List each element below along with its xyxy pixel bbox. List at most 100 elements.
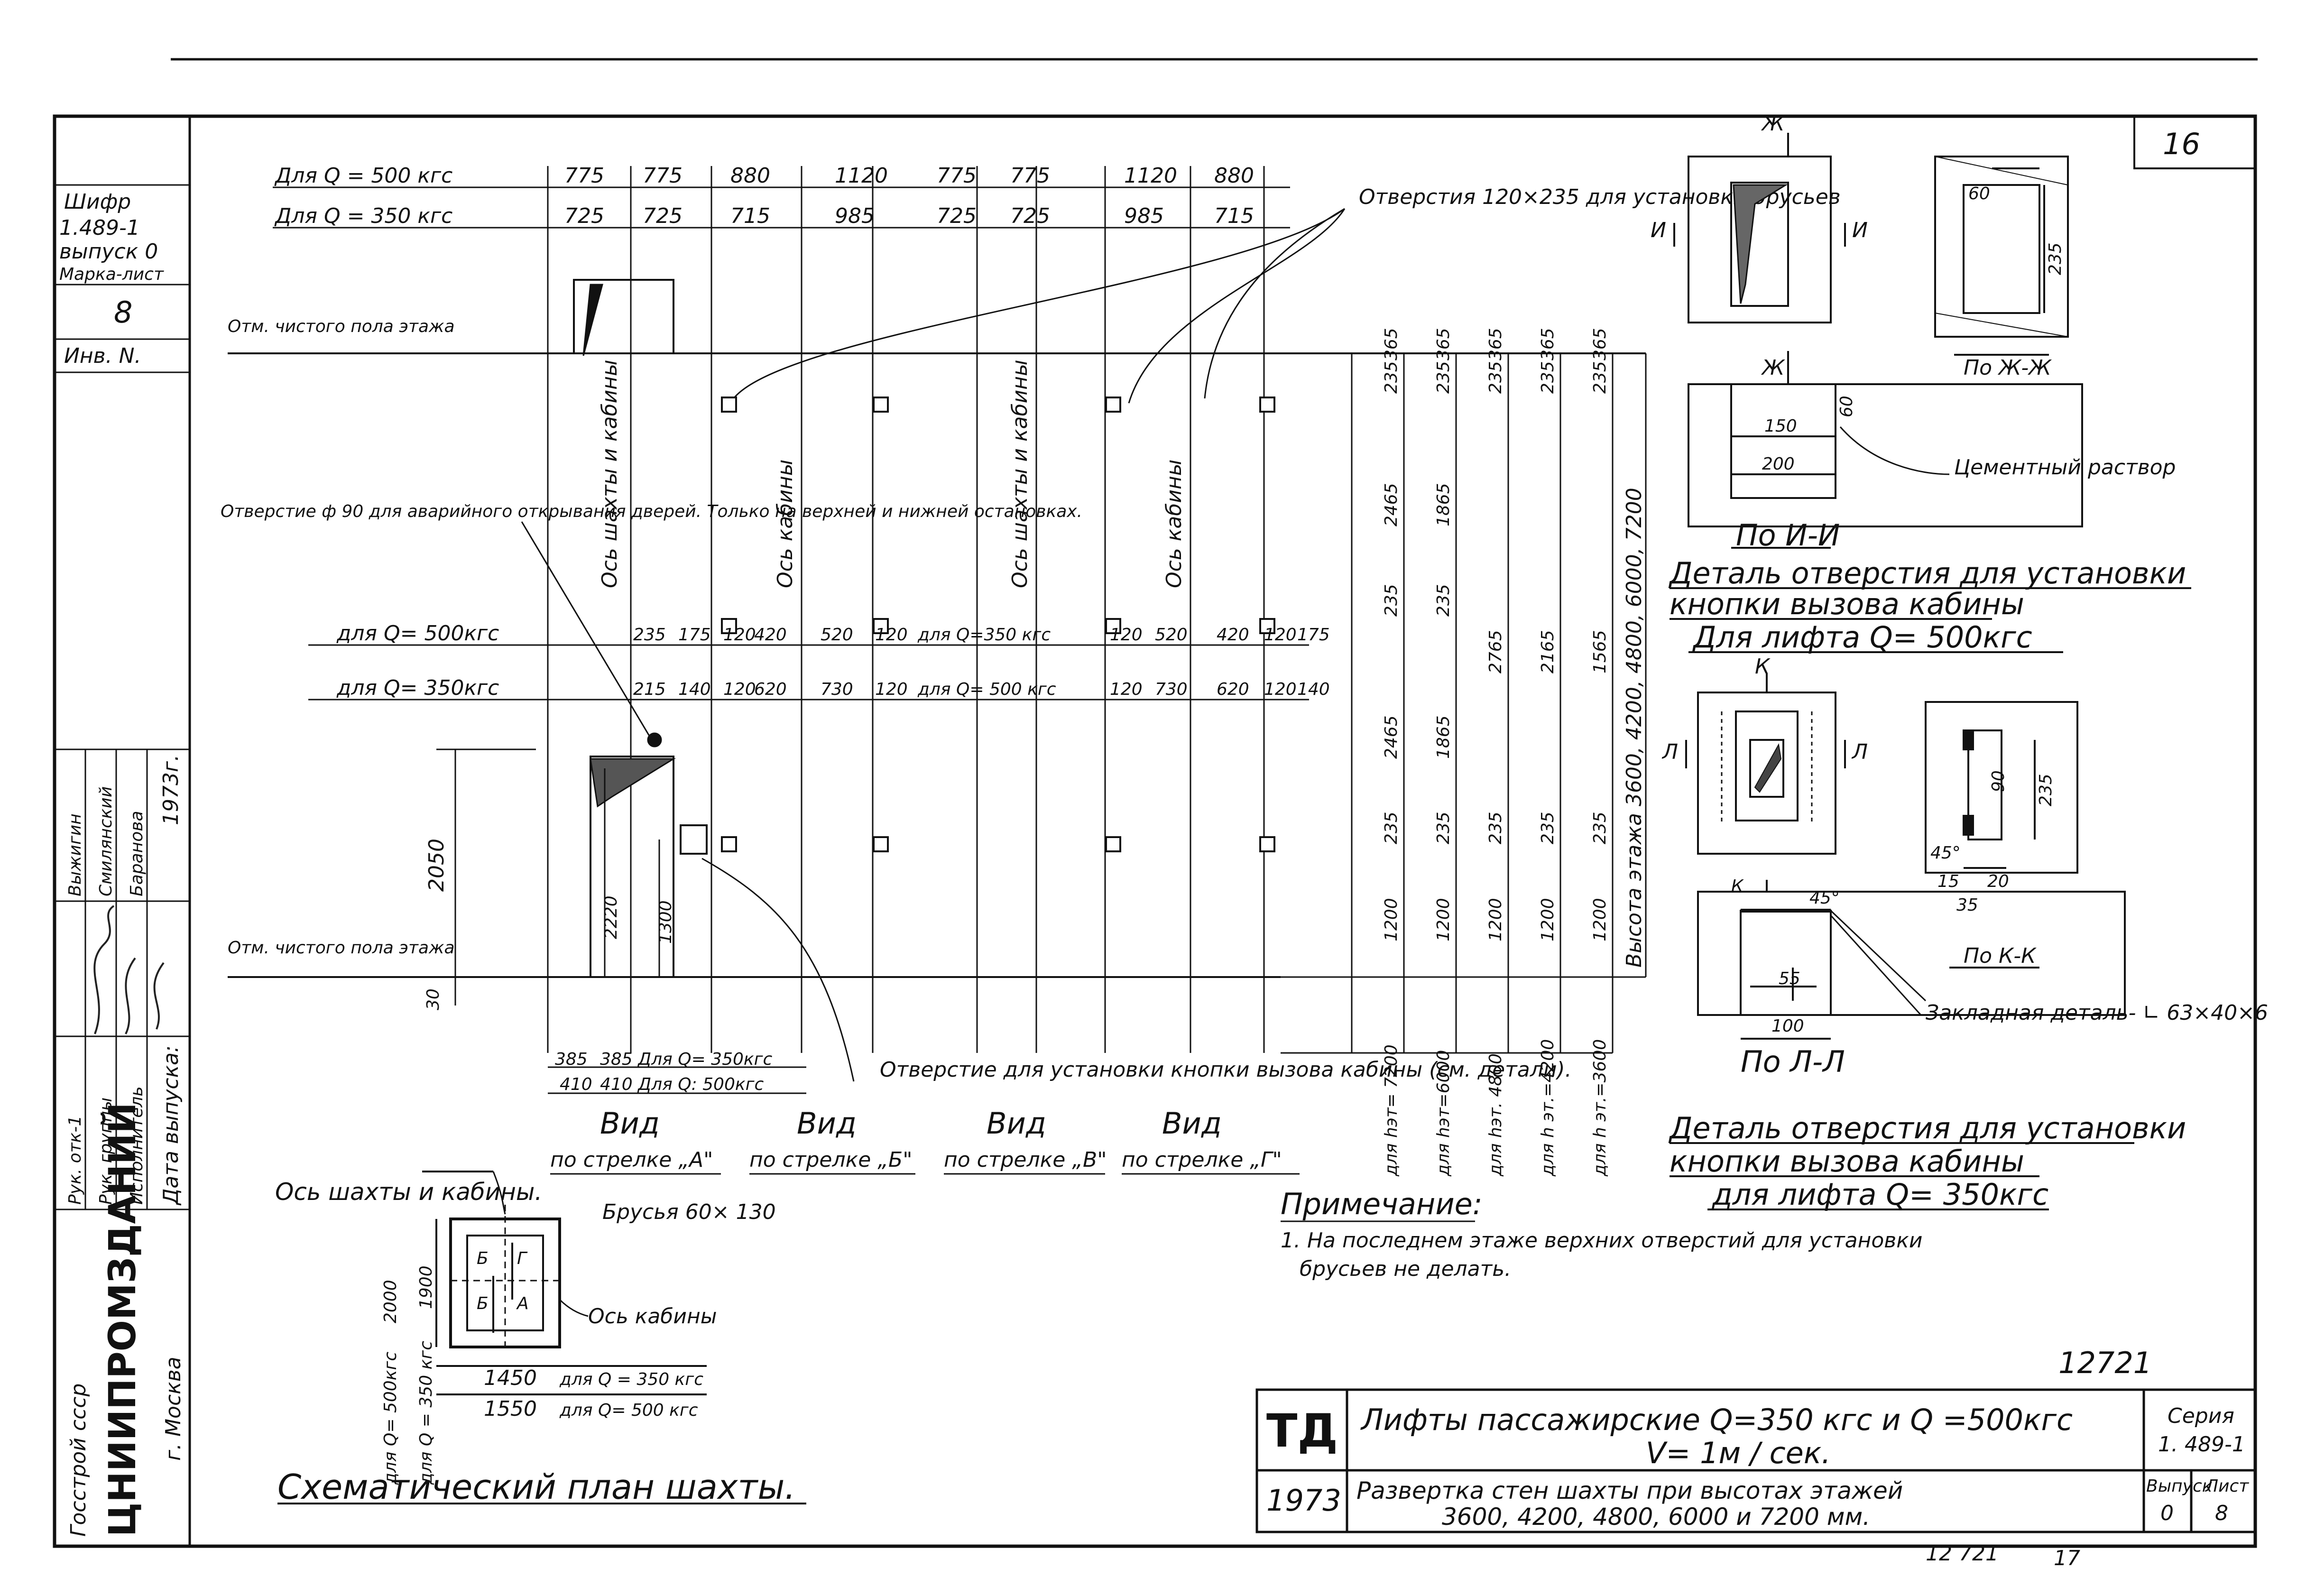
title-block-year: 1973 <box>1266 1483 1341 1518</box>
top-dim-500-5: 775 <box>937 164 977 188</box>
top-dim-350-7: 985 <box>1124 204 1164 228</box>
vchain-5-v4: 235 <box>1590 812 1610 844</box>
door-dim-2220: 2220 <box>601 895 621 939</box>
mid-dim-350-7: для Q= 500 кгс <box>917 680 1056 699</box>
vchain-4-v3: 2165 <box>1538 630 1558 673</box>
stamp-city: г. Москва <box>161 1356 185 1461</box>
detail-350-dim-15: 15 <box>1937 872 1959 891</box>
title-block-series-label: Серия <box>2168 1404 2234 1428</box>
detail-500-dim-235: 235 <box>2046 242 2065 275</box>
vchain-2-v7: 1200 <box>1434 898 1453 941</box>
detail-350-dim-100: 100 <box>1771 1016 1804 1036</box>
vchain-1-footer: для hэт= 7200 <box>1382 1044 1401 1177</box>
note-text-1: 1. На последнем этаже верхних отверстий … <box>1281 1228 1922 1253</box>
stamp-name-1: Выжигин <box>65 813 85 896</box>
vchain-3-v3: 2765 <box>1486 630 1505 673</box>
mid-dim-350-10: 620 <box>1217 680 1249 699</box>
detail-350-dim-20: 20 <box>1987 872 2009 891</box>
title-block <box>1255 1388 2257 1533</box>
plan-dim-v-label-2: для Q = 350 кгс <box>416 1341 436 1485</box>
vchain-1-v1: 235 <box>1382 361 1401 394</box>
title-block-subtitle-1: Развертка стен шахты при высотах этажей <box>1356 1477 1903 1504</box>
vchain-5-footer: для h эт.=3600 <box>1590 1039 1610 1177</box>
plan-dim-h-1450-label: для Q = 350 кгс <box>559 1370 703 1389</box>
detail-350-dim-45: 45° <box>1930 843 1961 863</box>
top-dim-350-6: 725 <box>1010 204 1050 228</box>
mid-dim-350-2: 140 <box>678 680 711 699</box>
detail-500-section-ww: По Ж-Ж <box>1964 356 2052 380</box>
stamp-mark-value: 8 <box>114 295 132 330</box>
detail-500-dim-150: 150 <box>1764 416 1797 436</box>
plan-dim-v-label-1: для Q= 500кгс <box>381 1352 400 1485</box>
title-block-foot-page: 17 <box>2054 1546 2080 1570</box>
mid-dim-500-6: 120 <box>875 625 908 645</box>
vchain-3-v1: 235 <box>1486 361 1505 394</box>
plan-letter-1: Б <box>477 1249 489 1268</box>
detail-500-caption-3: Для лифта Q= 500кгс <box>1692 620 2032 655</box>
mid-dim-350-8: 120 <box>1110 680 1143 699</box>
top-dim-350-3: 715 <box>730 204 770 228</box>
vchain-4-v2: 365 <box>1538 328 1558 360</box>
detail-350-section-kk: По К-К <box>1964 944 2037 968</box>
note-title: Примечание: <box>1281 1187 1483 1221</box>
mid-dim-500-5: 520 <box>821 625 853 645</box>
title-block-number: 12721 <box>2058 1346 2152 1380</box>
vchain-3-v5: 1200 <box>1486 898 1505 941</box>
top-dim-350-5: 725 <box>937 204 977 228</box>
mid-dim-350-6: 120 <box>875 680 908 699</box>
bottom-dim-350-2: 385 <box>600 1050 633 1069</box>
vchain-1-v5: 2465 <box>1382 715 1401 759</box>
detail-500-dim-200: 200 <box>1762 454 1795 474</box>
top-dim-500-3: 880 <box>730 164 770 188</box>
plan-dim-v-1900: 1900 <box>416 1265 436 1309</box>
top-dim-350-2: 725 <box>643 204 683 228</box>
stamp-role-1: Рук. отк-1 <box>65 1116 85 1205</box>
stamp-code-value: 1.489-1 <box>59 216 140 240</box>
detail-500-dim-60b: 60 <box>1837 396 1856 417</box>
vchain-4-v4: 235 <box>1538 812 1558 844</box>
mid-dim-500-4: 420 <box>754 625 787 645</box>
plan-letter-3: Б <box>477 1294 489 1313</box>
mid-dim-350-4: 620 <box>754 680 787 699</box>
plan-letter-4: А <box>516 1294 529 1313</box>
detail-350-cut-3: Л <box>1661 740 1678 764</box>
detail-350-cut-1: К <box>1755 655 1771 679</box>
detail-500-cut-3: И <box>1651 218 1666 242</box>
bottom-dim-500-1: 410 <box>560 1075 592 1094</box>
view-g-sub: по стрелке „Г" <box>1122 1148 1282 1172</box>
detail-350-caption-1: Деталь отверстия для установки <box>1668 1111 2186 1145</box>
emergency-note: Отверстие ф 90 для аварийного открывания… <box>221 502 1082 521</box>
sheet-tag: 16 <box>2163 127 2200 161</box>
vchain-5-v2: 365 <box>1590 328 1610 360</box>
mid-dim-350-11: 120 <box>1264 680 1297 699</box>
title-block-title-1: Лифты пассажирские Q=350 кгс и Q =500кгс <box>1360 1402 2073 1437</box>
axis-label-2: Ось кабины <box>773 459 797 588</box>
vchain-2-v3: 1865 <box>1434 483 1453 526</box>
view-b-sub: по стрелке „Б" <box>749 1148 912 1172</box>
vchain-2-v1: 235 <box>1434 361 1453 394</box>
note-text-2: брусьев не делать. <box>1300 1257 1511 1281</box>
stamp-signatures <box>93 905 165 1034</box>
mid-dim-500-2: 175 <box>678 625 711 645</box>
bottom-dim-500-2: 410 <box>600 1075 633 1094</box>
vchain-1-v2: 365 <box>1382 328 1401 360</box>
detail-350-caption-2: кнопки вызова кабины <box>1670 1144 2024 1179</box>
detail-500-cut-4: И <box>1852 218 1868 242</box>
bottom-dim-350-1: 385 <box>555 1050 588 1069</box>
title-block-subtitle-2: 3600, 4200, 4800, 6000 и 7200 мм. <box>1442 1503 1870 1531</box>
detail-500-mortar: Цементный раствор <box>1954 455 2176 480</box>
vchain-3-v4: 235 <box>1486 812 1505 844</box>
mid-dim-500-3: 120 <box>723 625 756 645</box>
title-block-issue-label: Выпуск <box>2146 1476 2213 1496</box>
floor-level-top: Отм. чистого пола этажа <box>228 317 455 336</box>
floor-level-bottom: Отм. чистого пола этажа <box>228 938 455 958</box>
detail-500-caption-1: Деталь отверстия для установки <box>1668 556 2186 590</box>
mid-row-500-label: для Q= 500кгс <box>336 621 499 646</box>
top-dim-500-7: 1120 <box>1124 164 1177 188</box>
vchain-5-v5: 1200 <box>1590 898 1610 941</box>
door-dim-2050: 2050 <box>424 839 449 892</box>
stamp-org-top: Госстрой ссср <box>66 1384 91 1537</box>
title-block-sheet-label: Лист <box>2205 1476 2249 1496</box>
detail-350-cut-4: Л <box>1851 740 1868 764</box>
